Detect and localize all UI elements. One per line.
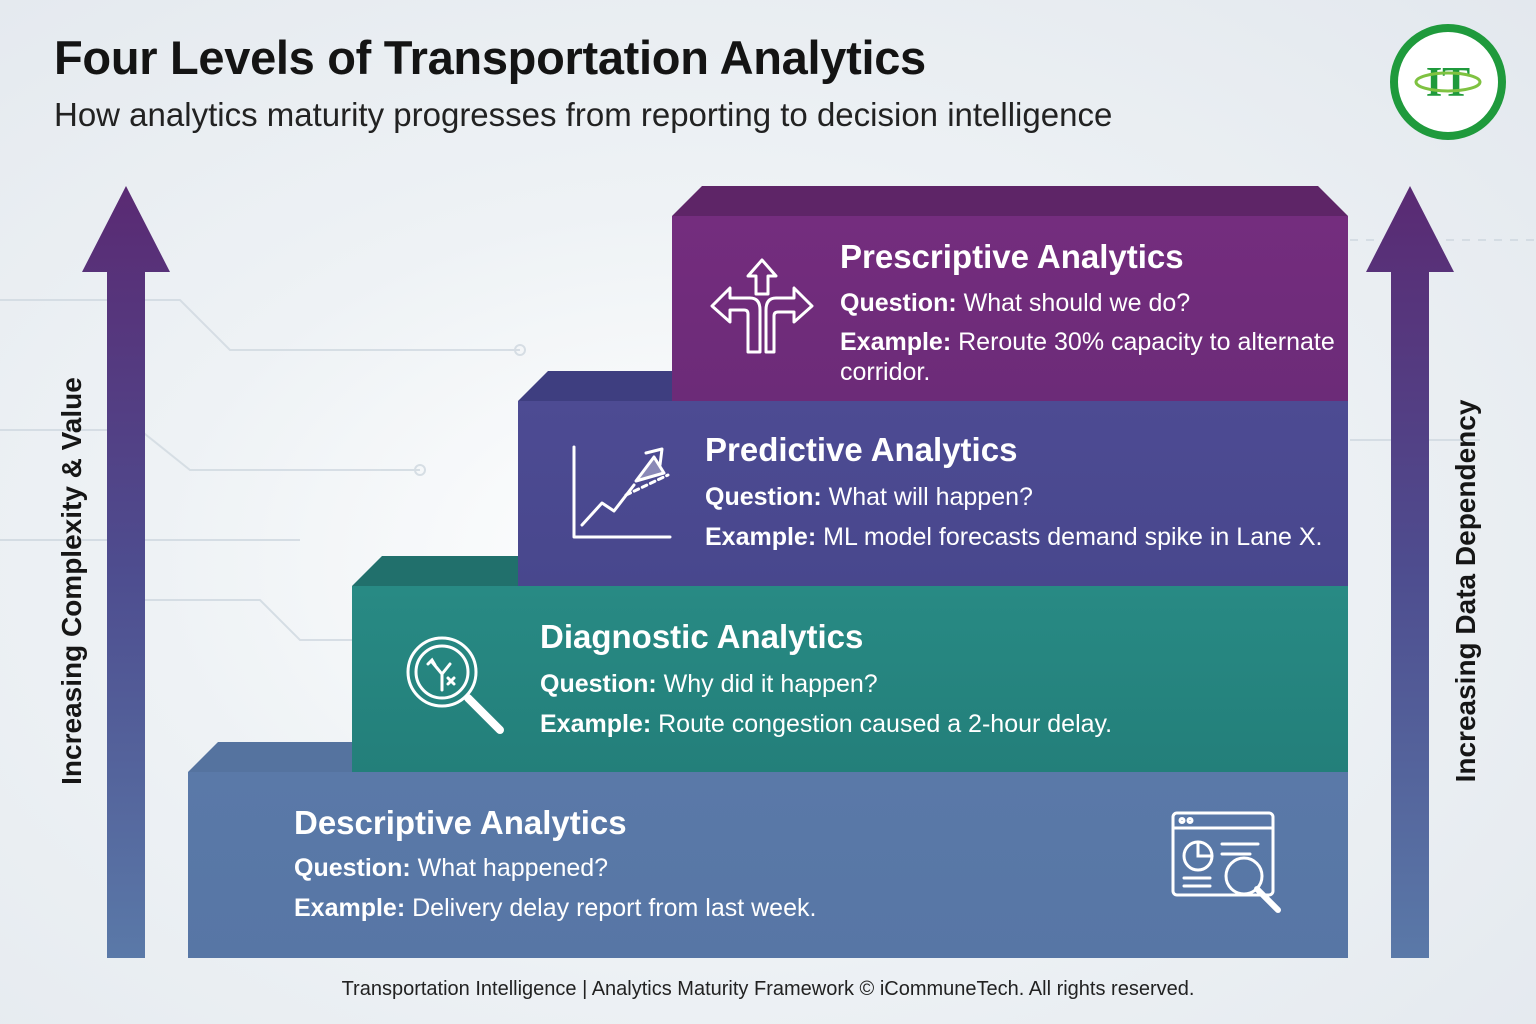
level-question: Question: What happened?: [294, 854, 609, 882]
level-title: Predictive Analytics: [705, 431, 1018, 468]
page-subtitle: How analytics maturity progresses from r…: [54, 96, 1113, 133]
step-top-surface: [672, 186, 1348, 216]
complexity-axis-arrow: [82, 186, 170, 958]
brand-logo: IT: [1390, 24, 1506, 140]
level-question: Question: What should we do?: [840, 289, 1191, 317]
level-diagnostic: Diagnostic Analytics Question: Why did i…: [352, 556, 1348, 772]
level-prescriptive: Prescriptive Analytics Question: What sh…: [672, 186, 1348, 401]
level-example: Example: ML model forecasts demand spike…: [705, 523, 1323, 551]
data-dependency-axis-label: Increasing Data Dependency: [1450, 399, 1481, 783]
level-question: Question: Why did it happen?: [540, 670, 878, 698]
trend-chart-icon: [572, 445, 672, 539]
step-face: [518, 401, 1348, 586]
level-title: Diagnostic Analytics: [540, 618, 864, 655]
data-dependency-axis-arrow: [1366, 186, 1454, 958]
complexity-axis-label: Increasing Complexity & Value: [56, 377, 87, 785]
level-title: Prescriptive Analytics: [840, 238, 1184, 275]
dashboard-magnifier-icon: [1171, 811, 1281, 913]
step-face: [188, 772, 1348, 958]
step-face: [672, 216, 1348, 401]
level-predictive: Predictive Analytics Question: What will…: [518, 371, 1348, 586]
level-title: Descriptive Analytics: [294, 804, 627, 841]
level-question: Question: What will happen?: [705, 483, 1033, 511]
level-example-continued: corridor.: [840, 358, 931, 386]
footer-caption: Transportation Intelligence | Analytics …: [341, 978, 1195, 1000]
step-face: [352, 586, 1348, 772]
level-example: Example: Delivery delay report from last…: [294, 894, 817, 922]
logo-text: IT: [1426, 60, 1470, 106]
level-example: Example: Reroute 30% capacity to alterna…: [840, 328, 1335, 356]
level-descriptive: Descriptive Analytics Question: What hap…: [188, 742, 1348, 958]
direction-arrows-icon: [710, 258, 814, 354]
magnifier-fork-icon: [406, 636, 504, 734]
level-example: Example: Route congestion caused a 2-hou…: [540, 710, 1113, 738]
page-title: Four Levels of Transportation Analytics: [54, 31, 926, 84]
